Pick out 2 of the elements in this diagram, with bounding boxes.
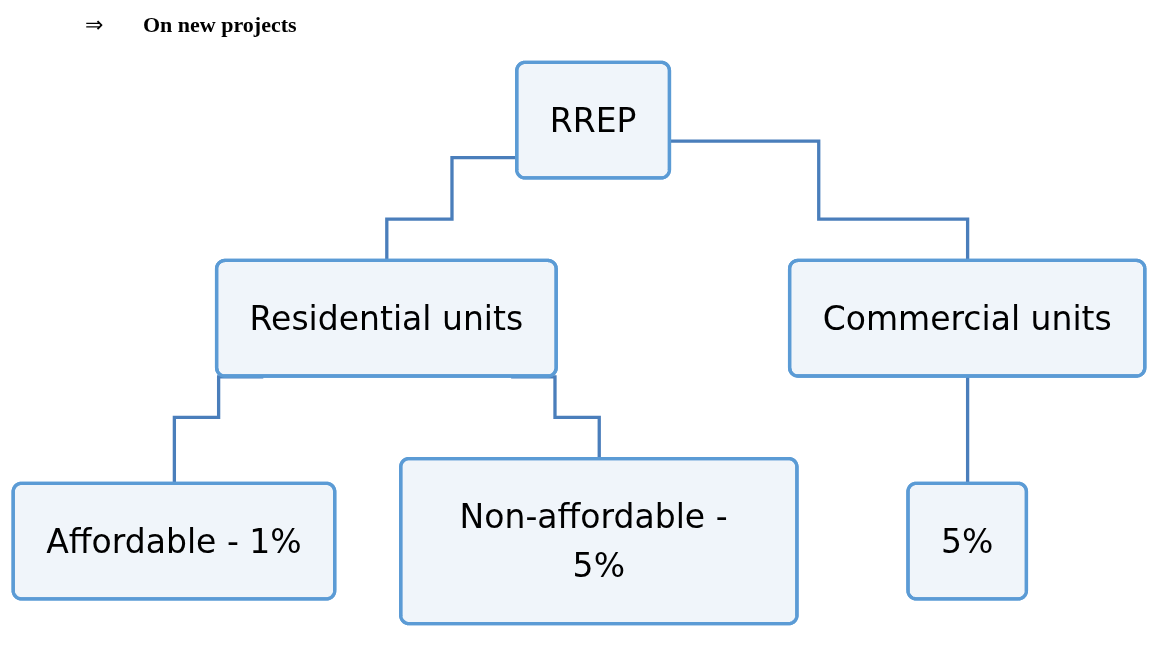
heading: On new projects	[143, 12, 297, 38]
bullet-arrow: ⇒	[85, 12, 103, 38]
